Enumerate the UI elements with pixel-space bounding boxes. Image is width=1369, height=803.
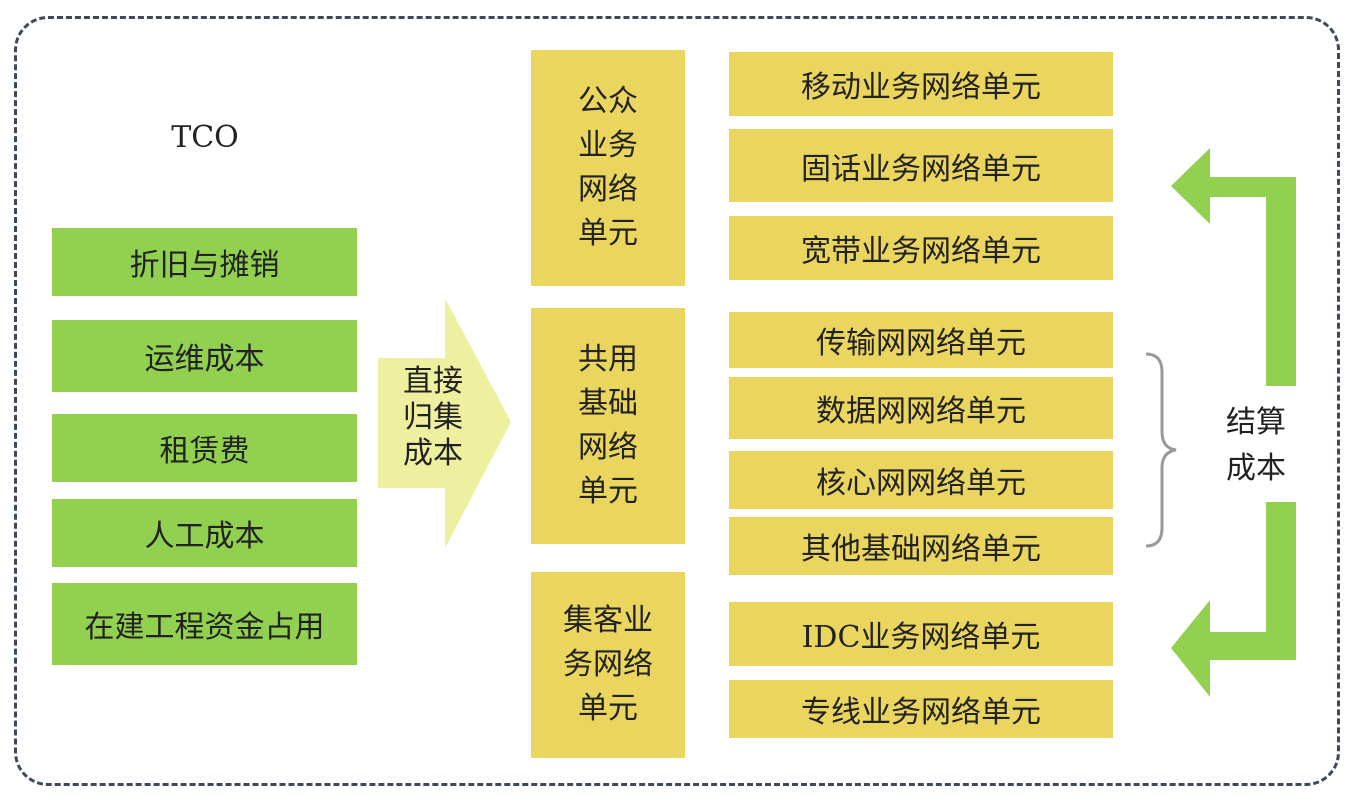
bracket-icon — [1145, 352, 1177, 548]
group-label-line: 单元 — [578, 474, 638, 509]
group-label-line: 务网络 — [563, 647, 653, 682]
cost-item-rental: 租赁费 — [52, 414, 357, 482]
group-label-line: 单元 — [578, 691, 638, 726]
unit-other-infrastructure: 其他基础网络单元 — [729, 517, 1113, 575]
cost-item-labor: 人工成本 — [52, 499, 357, 567]
group-label-line: 共用 — [578, 342, 638, 377]
settlement-label-line: 结算 — [1226, 405, 1286, 440]
unit-data-network: 数据网网络单元 — [729, 377, 1113, 439]
settlement-label-line: 成本 — [1226, 451, 1286, 486]
direct-allocation-arrow — [378, 298, 511, 548]
group-label-line: 网络 — [578, 430, 638, 465]
cost-item-operations: 运维成本 — [52, 320, 357, 392]
unit-fixed-line: 固话业务网络单元 — [729, 129, 1113, 202]
settlement-arrow-down — [1171, 502, 1296, 697]
arrow-label-line: 归集 — [403, 400, 463, 435]
dashed-frame — [14, 16, 1340, 786]
unit-mobile: 移动业务网络单元 — [729, 52, 1113, 116]
group-label-line: 业务 — [578, 128, 638, 163]
settlement-arrow-up — [1171, 148, 1296, 386]
group-public-service: 公众 业务 网络 单元 — [531, 50, 685, 286]
group-label-line: 单元 — [578, 216, 638, 251]
cost-item-depreciation: 折旧与摊销 — [52, 228, 357, 296]
group-enterprise-service: 集客业 务网络 单元 — [531, 572, 685, 758]
unit-idc: IDC业务网络单元 — [729, 602, 1113, 666]
group-label-line: 公众 — [578, 84, 638, 119]
group-label-line: 基础 — [578, 386, 638, 421]
arrow-label-line: 直接 — [403, 364, 463, 399]
direct-allocation-label: 直接 归集 成本 — [392, 364, 474, 472]
tco-label: TCO — [171, 120, 239, 155]
unit-core-network: 核心网网络单元 — [729, 451, 1113, 509]
unit-broadband: 宽带业务网络单元 — [729, 216, 1113, 280]
group-label-line: 网络 — [578, 172, 638, 207]
unit-dedicated-line: 专线业务网络单元 — [729, 680, 1113, 738]
unit-transport: 传输网网络单元 — [729, 312, 1113, 368]
settlement-cost-label: 结算 成本 — [1212, 400, 1300, 492]
cost-item-construction-capital: 在建工程资金占用 — [52, 583, 357, 665]
group-shared-infrastructure: 共用 基础 网络 单元 — [531, 308, 685, 544]
arrow-label-line: 成本 — [403, 436, 463, 471]
group-label-line: 集客业 — [563, 603, 653, 638]
